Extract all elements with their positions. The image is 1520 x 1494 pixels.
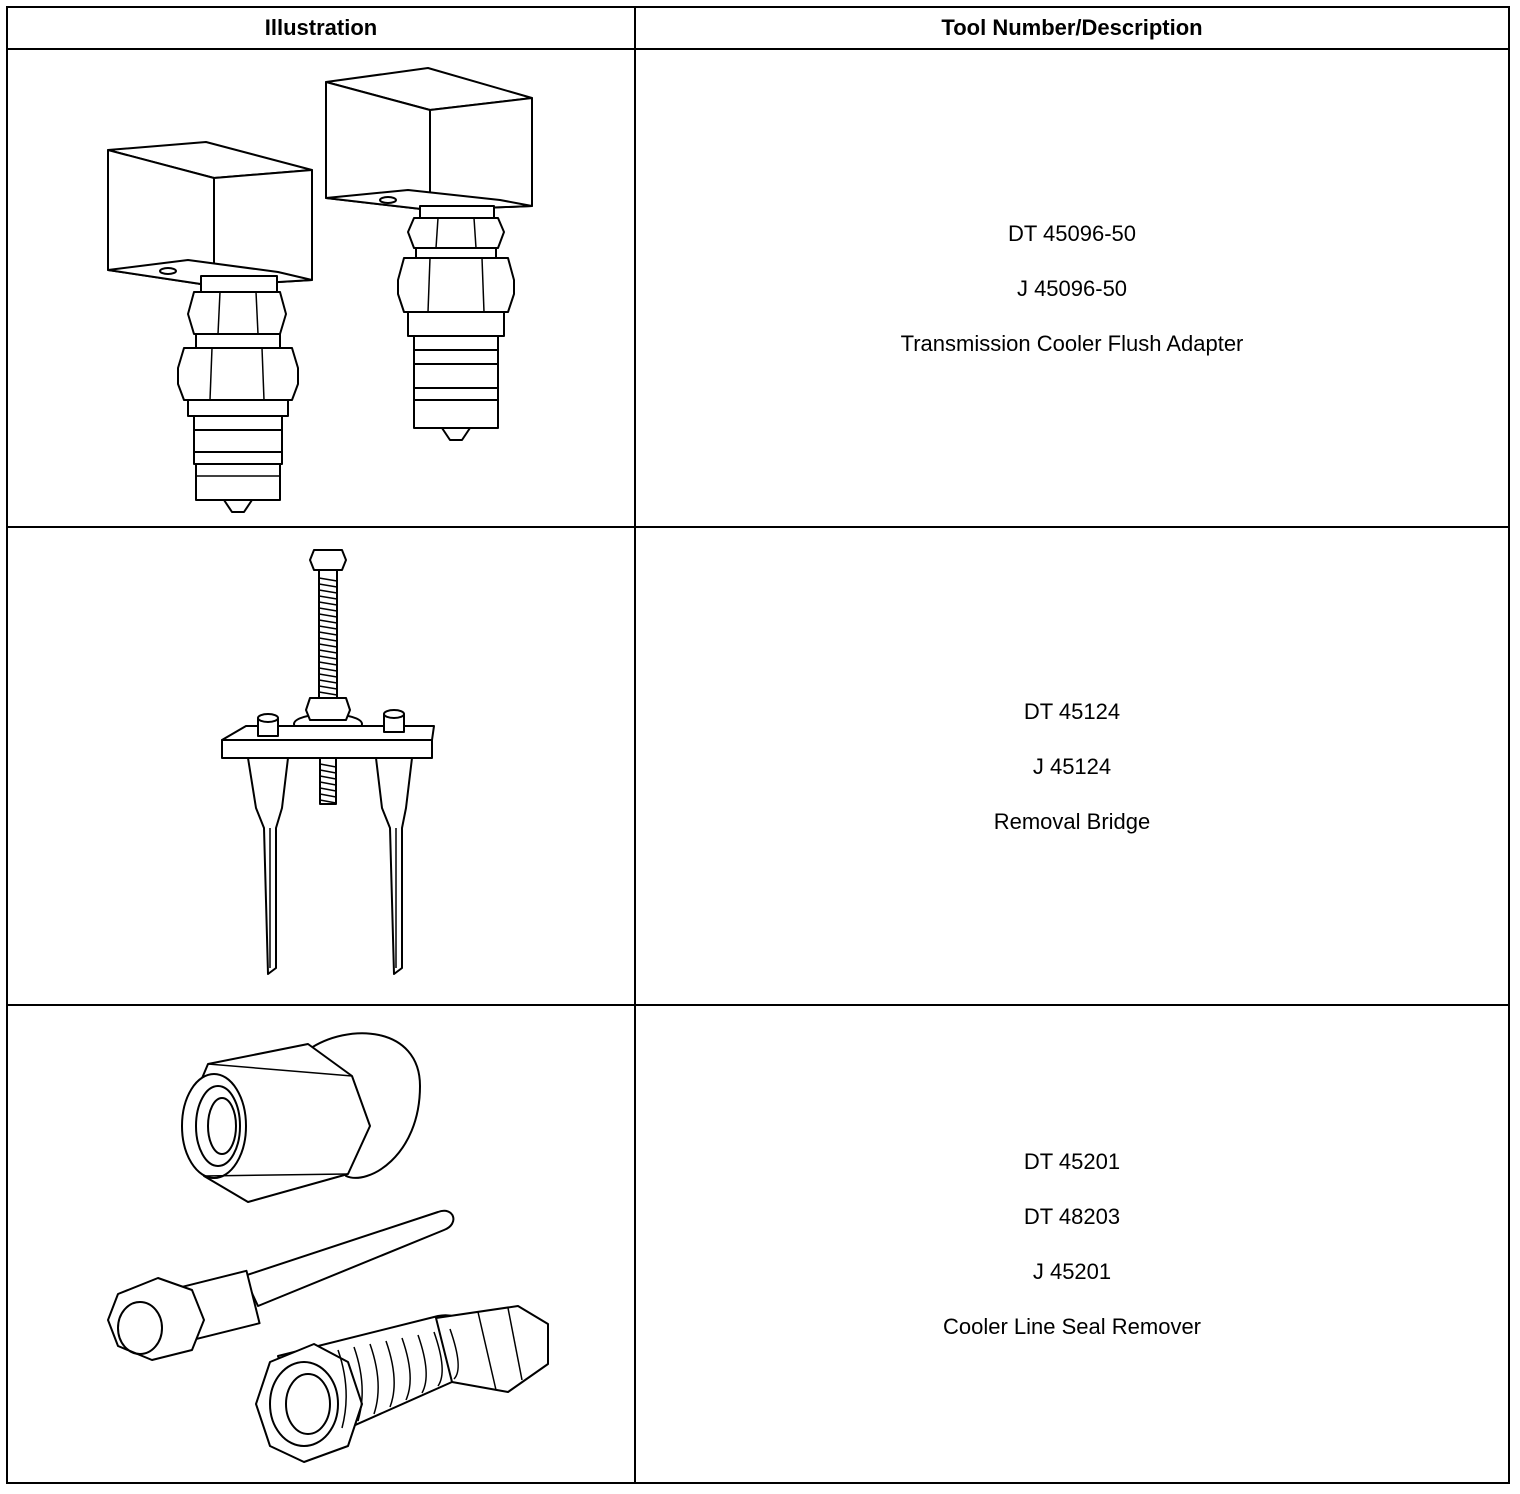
tool-description: Cooler Line Seal Remover: [942, 1314, 1202, 1339]
tool-number-j: J 45124: [1032, 753, 1112, 779]
table-row: DT 45096-50 J 45096-50 Transmission Cool…: [6, 48, 1510, 528]
illustration-cell: [6, 48, 636, 528]
transmission-cooler-flush-adapter-illustration: [107, 67, 533, 513]
illustration-cell: [6, 1004, 636, 1484]
table-row: DT 45124 J 45124 Removal Bridge: [6, 526, 1510, 1006]
header-illustration: Illustration: [6, 6, 636, 50]
table-row: DT 45201 DT 48203 J 45201 Cooler Line Se…: [6, 1004, 1510, 1484]
illustration-cell: [6, 526, 636, 1006]
tool-description: Transmission Cooler Flush Adapter: [900, 330, 1244, 356]
description-cell: DT 45096-50 J 45096-50 Transmission Cool…: [634, 48, 1510, 528]
tool-description: Removal Bridge: [993, 808, 1151, 834]
header-tool-number-description: Tool Number/Description: [634, 6, 1510, 50]
removal-bridge-illustration: [221, 549, 435, 975]
tool-number-dt: DT 45201: [1023, 1149, 1121, 1174]
tool-number-dt: DT 45124: [1023, 698, 1121, 724]
description-cell: DT 45201 DT 48203 J 45201 Cooler Line Se…: [634, 1004, 1510, 1484]
tool-number-j: J 45096-50: [1016, 275, 1128, 301]
table-header-row: Illustration Tool Number/Description: [6, 6, 1510, 50]
cooler-line-seal-remover-illustration: [107, 1032, 549, 1463]
tool-number-dt-alt: DT 48203: [1023, 1204, 1121, 1229]
tool-number-j: J 45201: [1032, 1259, 1112, 1284]
tool-number-dt: DT 45096-50: [1007, 220, 1136, 246]
special-tools-table: Illustration Tool Number/Description: [6, 6, 1510, 1484]
description-cell: DT 45124 J 45124 Removal Bridge: [634, 526, 1510, 1006]
